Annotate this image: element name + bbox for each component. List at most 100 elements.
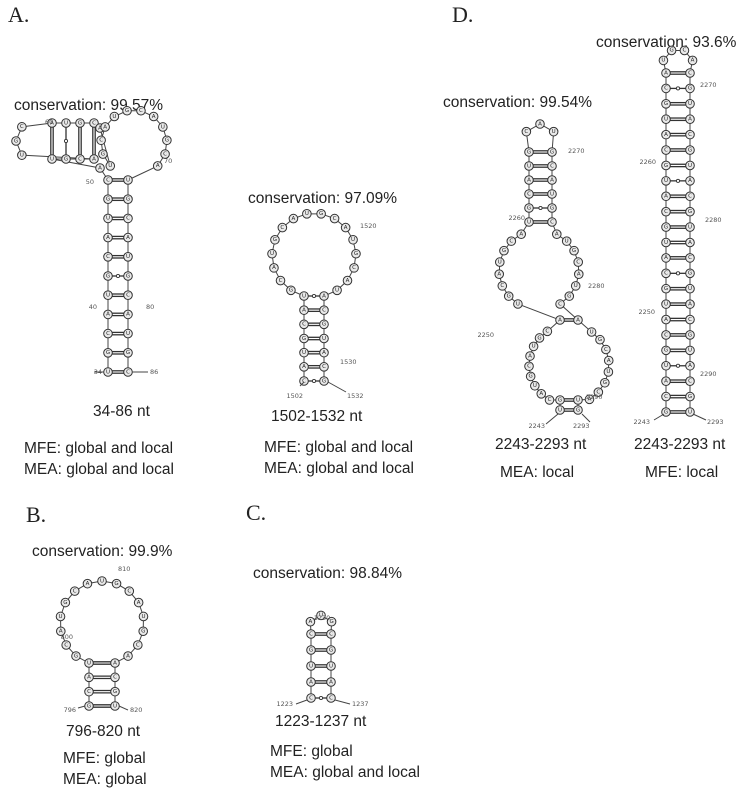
svg-text:U: U (688, 348, 692, 354)
svg-text:G: G (74, 653, 78, 659)
nucleotide: A (555, 315, 565, 325)
nucleotide: U (573, 395, 583, 405)
nucleotide: C (661, 83, 671, 94)
svg-text:A: A (152, 114, 156, 120)
position-label: 2280 (588, 282, 605, 290)
svg-text:C: C (664, 147, 668, 153)
svg-text:A: A (113, 660, 117, 666)
nucleotide: A (82, 578, 93, 589)
position-label: 40 (89, 303, 97, 311)
svg-text:A: A (302, 364, 306, 370)
svg-text:U: U (558, 407, 562, 413)
nucleotide: U (555, 405, 565, 415)
svg-text:U: U (664, 301, 668, 307)
nucleotide: U (47, 154, 57, 164)
nucleotide: U (685, 345, 695, 356)
svg-text:C: C (550, 219, 554, 225)
position-label: 796 (64, 706, 76, 714)
svg-text:C: C (688, 378, 692, 384)
svg-text:A: A (688, 301, 692, 307)
nucleotide: A (536, 389, 547, 399)
nucleotide: C (103, 328, 113, 339)
nucleotide: G (326, 616, 337, 627)
svg-text:G: G (126, 273, 130, 279)
svg-text:U: U (688, 224, 692, 230)
nucleotide: C (84, 686, 94, 697)
nucleotide: G (661, 283, 671, 294)
nucleotide: U (306, 661, 316, 671)
svg-text:G: G (114, 581, 118, 587)
nucleotide: C (521, 126, 532, 137)
svg-text:A: A (555, 231, 559, 237)
svg-text:A: A (664, 132, 668, 138)
svg-text:A: A (272, 265, 276, 271)
nucleotide: A (661, 253, 671, 263)
nucleotide: A (551, 229, 562, 239)
svg-text:G: G (289, 288, 293, 294)
nucleotide: G (499, 245, 509, 256)
nucleotide: U (661, 360, 671, 371)
svg-text:A: A (59, 629, 63, 635)
svg-text:G: G (322, 378, 326, 384)
rna-structure-drawing: UGCAUGCAUGCAUGCAUGCAUGCAUGCAUGCAUGCAUGCA… (477, 119, 614, 430)
svg-text:G: G (354, 251, 358, 257)
svg-text:C: C (688, 317, 692, 323)
svg-text:C: C (106, 254, 110, 260)
svg-text:C: C (664, 86, 668, 92)
svg-text:C: C (280, 225, 284, 231)
gu-pair-mark (538, 205, 543, 211)
svg-text:C: C (92, 120, 96, 126)
nucleotide-range: 1223-1237 nt (275, 713, 367, 730)
nucleotide-range: 796-820 nt (66, 723, 141, 740)
svg-text:G: G (576, 407, 580, 413)
nucleotide: U (103, 213, 113, 224)
position-label: 1223 (276, 700, 293, 708)
svg-text:G: G (664, 409, 668, 415)
svg-text:C: C (136, 642, 140, 648)
svg-text:U: U (527, 219, 531, 225)
nucleotide: G (316, 209, 326, 219)
gu-pair-mark (311, 378, 317, 384)
svg-text:G: G (113, 689, 117, 695)
nucleotide: C (661, 145, 671, 155)
svg-text:U: U (319, 613, 323, 619)
nucleotide: A (47, 118, 57, 128)
position-label: 60 (45, 118, 53, 126)
svg-text:C: C (329, 631, 333, 637)
svg-text:C: C (279, 278, 283, 284)
svg-text:U: U (106, 216, 110, 222)
gu-pair-mark (675, 86, 681, 91)
position-label: 70 (164, 157, 172, 165)
prediction-note: MFE: global and local (24, 440, 173, 457)
svg-text:C: C (87, 689, 91, 695)
nucleotide: C (349, 263, 359, 273)
nucleotide: A (685, 299, 695, 309)
nucleotide: A (306, 677, 316, 687)
svg-text:U: U (533, 383, 537, 389)
nucleotide: C (124, 586, 135, 596)
svg-text:A: A (92, 156, 96, 162)
svg-text:U: U (302, 293, 306, 299)
position-label: 86 (150, 368, 158, 376)
nucleotide-range: 2243-2293 nt (634, 436, 726, 453)
structure-c1: conservation: 98.84% CAUGCAUGCAUGC123012… (253, 565, 420, 781)
svg-text:A: A (576, 317, 580, 323)
svg-text:C: C (126, 216, 130, 222)
nucleotide: U (97, 576, 107, 586)
svg-text:U: U (126, 331, 130, 337)
svg-text:C: C (550, 163, 554, 169)
svg-text:G: G (322, 322, 326, 328)
svg-text:G: G (126, 197, 130, 203)
nucleotide: C (547, 161, 557, 171)
svg-text:G: G (664, 101, 668, 107)
prediction-note: MEA: local (500, 464, 574, 481)
nucleotide: U (103, 290, 113, 301)
nucleotide: C (593, 387, 604, 397)
nucleotide: U (299, 291, 309, 301)
position-label: 2293 (707, 418, 724, 426)
nucleotide: G (564, 291, 575, 301)
nucleotide: C (123, 213, 133, 224)
svg-text:U: U (161, 124, 165, 130)
